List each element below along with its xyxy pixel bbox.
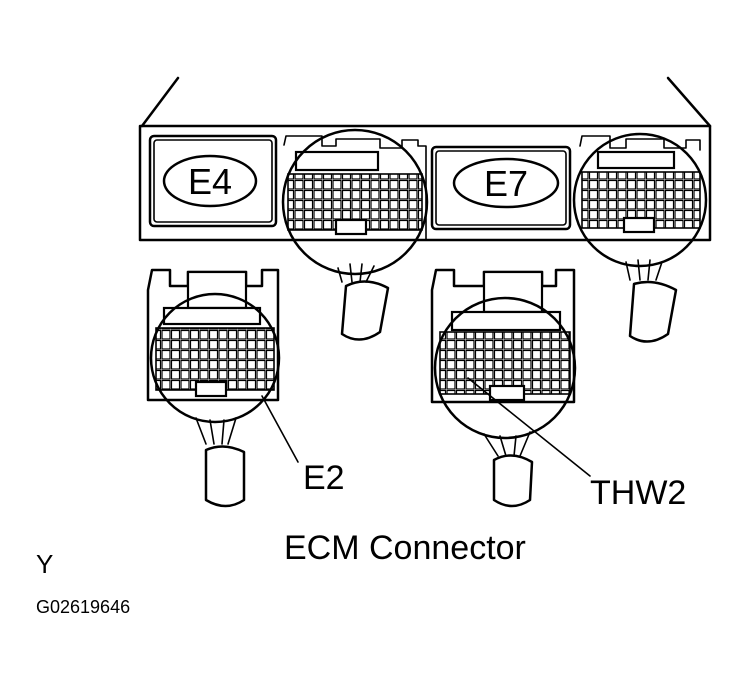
corner-letter: Y bbox=[36, 549, 53, 579]
e7-label: E7 bbox=[484, 163, 528, 204]
e4-label-box: E4 bbox=[148, 134, 278, 228]
e7-label-box: E7 bbox=[430, 145, 572, 231]
e2-pin-label: E2 bbox=[303, 459, 345, 497]
connector-lower-left bbox=[146, 268, 281, 508]
thw2-pin-label: THW2 bbox=[590, 474, 686, 512]
connector-lower-right bbox=[430, 268, 577, 508]
ecm-housing bbox=[138, 76, 712, 242]
connector-upper-right bbox=[572, 132, 708, 343]
thw2-leader-line bbox=[467, 377, 591, 477]
connector-upper-left bbox=[281, 128, 429, 341]
e4-label: E4 bbox=[188, 161, 232, 202]
figure-id: G02619646 bbox=[36, 597, 130, 617]
diagram-caption: ECM Connector bbox=[284, 529, 526, 567]
e2-leader-line bbox=[261, 395, 299, 463]
